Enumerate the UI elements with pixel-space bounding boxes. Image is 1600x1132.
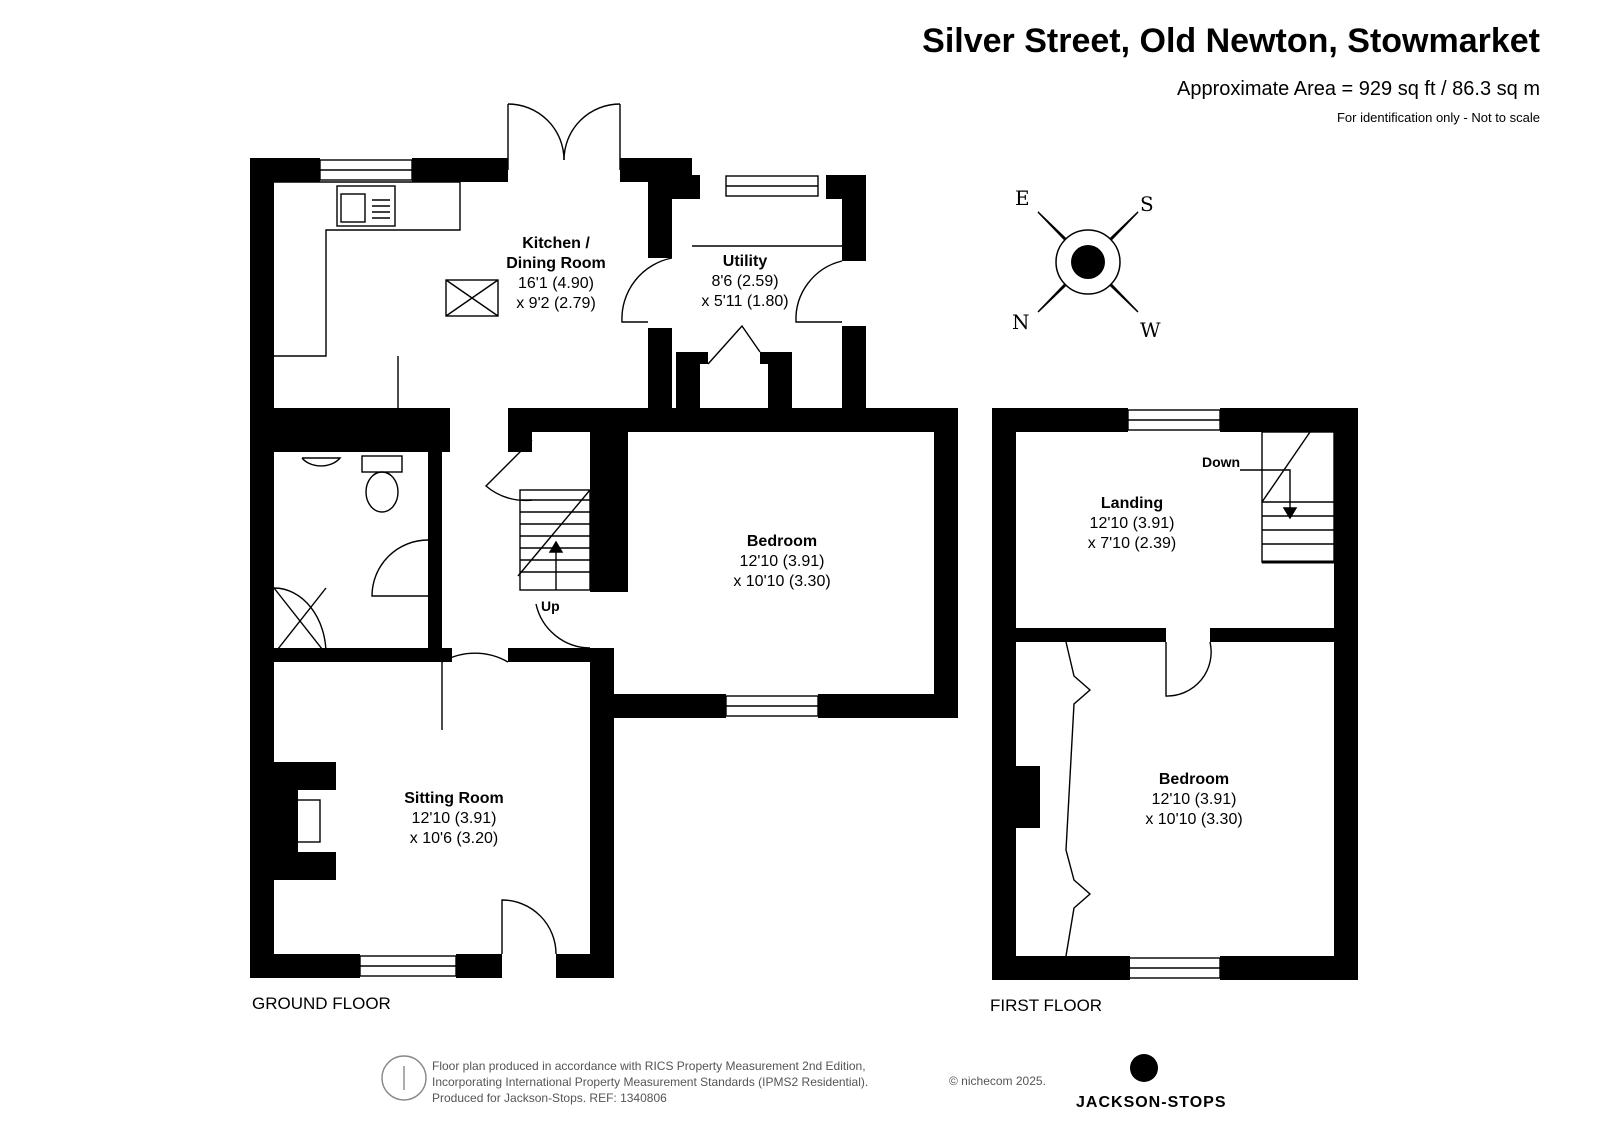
footer-note: Floor plan produced in accordance with R… <box>432 1058 868 1106</box>
first-floor-fixtures <box>1065 409 1335 979</box>
compass <box>1037 211 1139 313</box>
room-dimension: x 9'2 (2.79) <box>516 295 596 312</box>
footer-line: Produced for Jackson-Stops. REF: 1340806 <box>432 1091 667 1105</box>
room-landing: Landing 12'10 (3.91) x 7'10 (2.39) <box>1088 494 1176 554</box>
room-dimension: x 10'10 (3.30) <box>733 573 831 590</box>
property-title: Silver Street, Old Newton, Stowmarket <box>922 22 1540 60</box>
room-kitchen-dining: Kitchen / Dining Room 16'1 (4.90) x 9'2 … <box>506 234 606 314</box>
room-dimension: x 10'6 (3.20) <box>409 830 499 847</box>
brand-logo <box>1130 1054 1158 1082</box>
room-name: Kitchen / <box>522 235 590 252</box>
compass-west-label: W <box>1140 318 1161 342</box>
compass-north-label: N <box>1012 310 1030 334</box>
brand-name: JACKSON-STOPS <box>1076 1094 1227 1111</box>
room-bedroom-ground: Bedroom 12'10 (3.91) x 10'10 (3.30) <box>733 532 830 592</box>
room-utility: Utility 8'6 (2.59) x 5'11 (1.80) <box>701 252 788 312</box>
room-dimension: x 10'10 (3.30) <box>1145 811 1243 828</box>
stairs-up-label: Up <box>541 598 560 614</box>
footer-line: Incorporating International Property Mea… <box>432 1075 869 1089</box>
room-dimension: 12'10 (3.91) <box>739 553 825 570</box>
footer-line: Floor plan produced in accordance with R… <box>432 1059 866 1073</box>
room-name: Bedroom <box>746 533 818 550</box>
copyright: © nichecom 2025. <box>949 1074 1046 1088</box>
room-dimension: 12'10 (3.91) <box>1151 791 1237 808</box>
room-dimension: x 5'11 (1.80) <box>701 293 789 310</box>
room-dimension: 12'10 (3.91) <box>1089 515 1175 532</box>
room-name: Bedroom <box>1158 771 1230 788</box>
ground-floor-fixtures <box>273 103 843 977</box>
stairs-down-label: Down <box>1202 454 1241 470</box>
room-name: Sitting Room <box>404 790 504 807</box>
scale-note: For identification only - Not to scale <box>1336 110 1540 125</box>
room-dimension: x 7'10 (2.39) <box>1087 535 1177 552</box>
first-floor-label: FIRST FLOOR <box>990 996 1103 1015</box>
first-floor-walls <box>992 408 1358 980</box>
ground-floor-walls <box>250 158 958 978</box>
room-bedroom-first: Bedroom 12'10 (3.91) x 10'10 (3.30) <box>1145 770 1242 830</box>
room-name: Dining Room <box>506 255 606 272</box>
room-dimension: 16'1 (4.90) <box>517 275 594 292</box>
ground-floor-label: GROUND FLOOR <box>252 994 391 1013</box>
compass-east-label: E <box>1015 186 1030 210</box>
room-dimension: 8'6 (2.59) <box>711 273 779 290</box>
compass-south-label: S <box>1140 192 1154 216</box>
room-name: Landing <box>1100 495 1164 512</box>
room-name: Utility <box>722 253 768 270</box>
approximate-area: Approximate Area = 929 sq ft / 86.3 sq m <box>1177 78 1540 100</box>
footer-measure-logo <box>381 1055 427 1101</box>
room-dimension: 12'10 (3.91) <box>411 810 497 827</box>
room-sitting: Sitting Room 12'10 (3.91) x 10'6 (3.20) <box>404 789 504 849</box>
